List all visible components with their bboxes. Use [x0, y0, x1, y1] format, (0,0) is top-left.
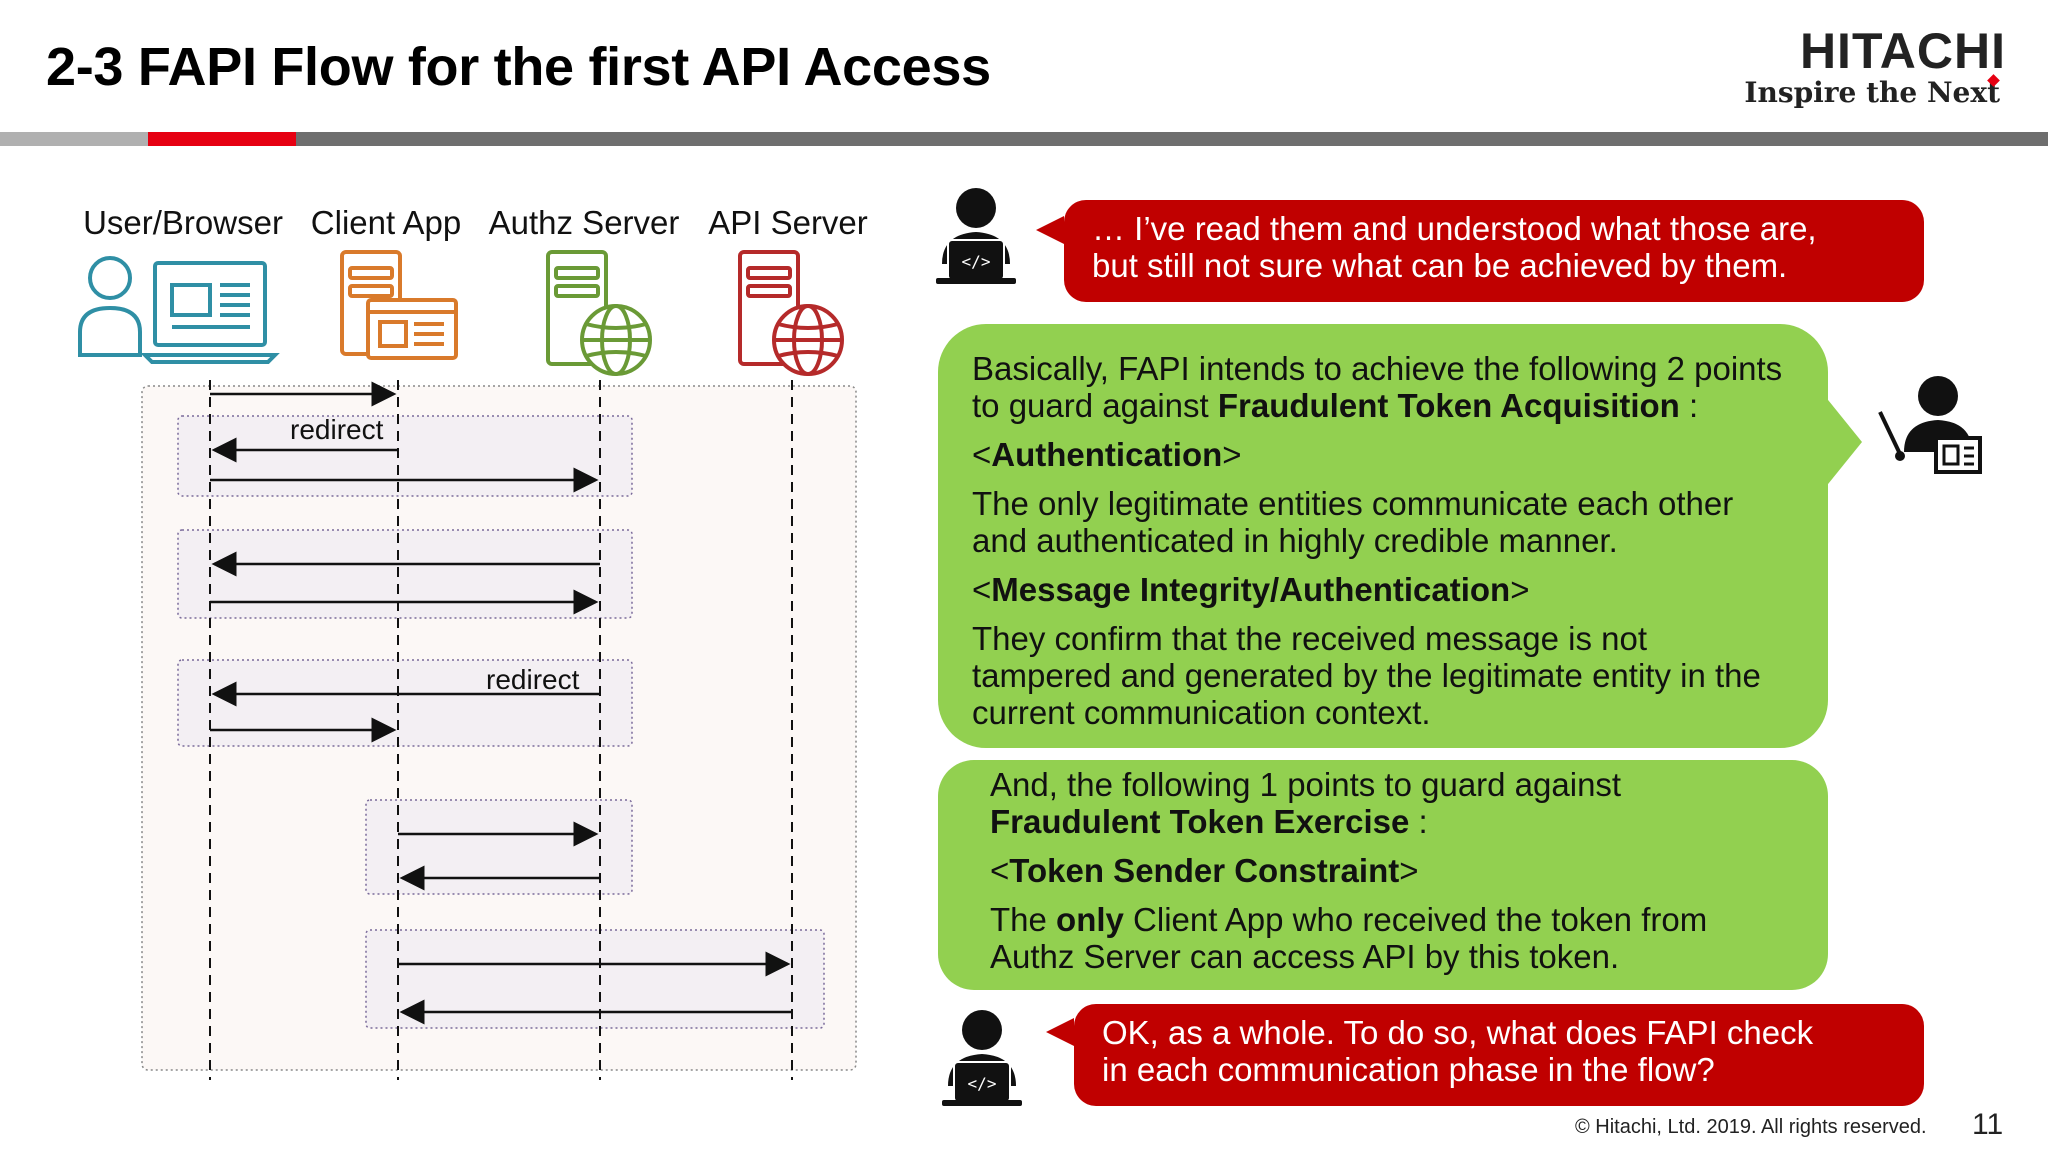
sequence-diagram-canvas: [78, 250, 857, 1080]
answer2-heading-sender-constraint: <Token Sender Constraint>: [990, 852, 1419, 889]
actor-label-client-app: Client App: [310, 204, 462, 241]
logo-brand-text: HITACHI: [1799, 23, 2006, 79]
api-server-globe-icon: [738, 250, 844, 376]
svg-text:</>: </>: [962, 252, 991, 271]
header-rule-accent: [148, 132, 296, 146]
answer1-heading-authentication: <Authentication>: [972, 436, 1242, 473]
message-group-2: [177, 659, 633, 747]
question1-line1: … I’ve read them and understood what tho…: [1092, 210, 1817, 247]
answer2-text-line1: The only Client App who received the tok…: [990, 901, 1708, 938]
bubble-tail-question2: [1046, 1018, 1074, 1046]
question2-line1: OK, as a whole. To do so, what does FAPI…: [1102, 1014, 1814, 1051]
question-bubble-1: … I’ve read them and understood what tho…: [1064, 200, 1924, 302]
actor-label-authz-server: Authz Server: [488, 204, 680, 241]
answer1-term-fraudulent-acquisition: Fraudulent Token Acquisition: [1217, 387, 1680, 424]
answer1-intro-line2: to guard against Fraudulent Token Acquis…: [972, 387, 1699, 424]
svg-text:</>: </>: [968, 1074, 997, 1093]
logo-tagline: Inspire the Next: [1744, 76, 2000, 109]
answer1-heading-message-integrity: <Message Integrity/Authentication>: [972, 571, 1530, 608]
answer1-text-integrity-line3: current communication context.: [972, 694, 1431, 731]
message-group-3: [365, 799, 633, 895]
message-group-1: [177, 529, 633, 619]
page-title: 2-3 FAPI Flow for the first API Access: [46, 37, 991, 97]
actor-label-user-browser: User/Browser: [83, 204, 283, 241]
actor-label-api-server: API Server: [708, 204, 868, 241]
answer1-text-integrity-line1: They confirm that the received message i…: [972, 620, 1647, 657]
answer1-text-integrity-line2: tampered and generated by the legitimate…: [972, 657, 1761, 694]
sequence-diagram: User/Browser Client App Authz Server API…: [0, 190, 900, 1090]
hitachi-logo: HITACHI Inspire the Next: [1744, 26, 2006, 110]
authz-server-globe-icon: [546, 250, 652, 376]
bubble-tail-question1: [1036, 216, 1064, 244]
header-rule-left: [0, 132, 148, 146]
answer1-text-authentication-line1: The only legitimate entities communicate…: [972, 485, 1734, 522]
answer2-intro-line2: Fraudulent Token Exercise :: [990, 803, 1428, 840]
user-browser-icon: [78, 256, 280, 364]
question1-line2: but still not sure what can be achieved …: [1092, 247, 1788, 284]
developer-person-icon-2: </>: [942, 1010, 1022, 1106]
answer-bubble-2: And, the following 1 points to guard aga…: [938, 760, 1828, 990]
page-number: 11: [1972, 1108, 2004, 1141]
answer2-intro-line1: And, the following 1 points to guard aga…: [990, 766, 1622, 803]
message-label-redirect-1: redirect: [290, 414, 384, 445]
teacher-person-icon: [1878, 376, 1982, 474]
developer-person-icon: </>: [936, 188, 1016, 284]
message-group-0: [177, 415, 633, 497]
answer2-term-fraudulent-exercise: Fraudulent Token Exercise: [990, 803, 1410, 840]
header-rule: [0, 132, 2048, 146]
question-bubble-2: OK, as a whole. To do so, what does FAPI…: [1074, 1004, 1924, 1106]
bubble-tail-answer1: [1820, 390, 1862, 494]
message-group-4: [365, 929, 825, 1029]
answer1-intro-line1: Basically, FAPI intends to achieve the f…: [972, 350, 1783, 387]
client-app-icon: [340, 250, 458, 360]
answer-bubble-1: Basically, FAPI intends to achieve the f…: [938, 324, 1828, 748]
header-rule-right: [296, 132, 2048, 146]
answer1-text-authentication-line2: and authenticated in highly credible man…: [972, 522, 1618, 559]
question2-line2: in each communication phase in the flow?: [1102, 1051, 1715, 1088]
answer2-text-line2: Authz Server can access API by this toke…: [990, 938, 1620, 975]
message-label-redirect-2: redirect: [486, 664, 580, 695]
copyright-text: © Hitachi, Ltd. 2019. All rights reserve…: [1575, 1116, 1927, 1138]
